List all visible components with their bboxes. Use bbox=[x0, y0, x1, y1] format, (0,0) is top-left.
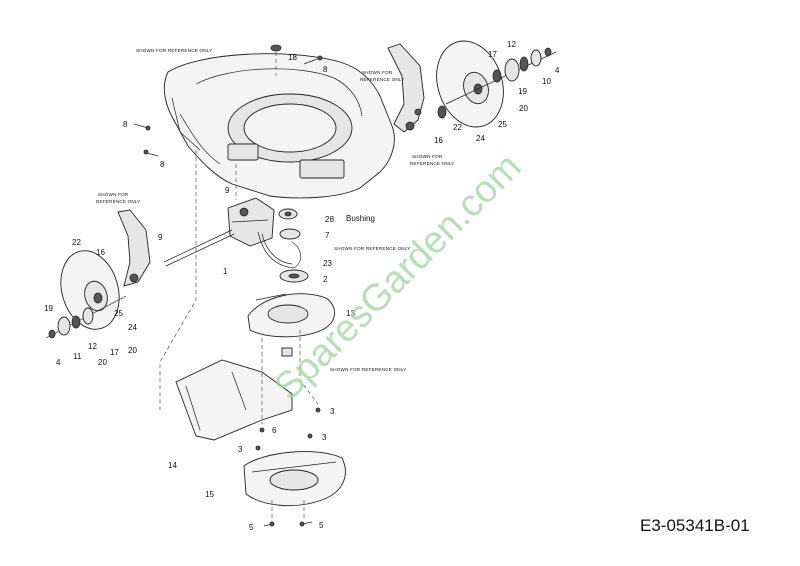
left-wheel-bracket bbox=[117, 209, 151, 287]
ref-note-belt: SHOWN FOR REFERENCE ONLY bbox=[334, 246, 410, 251]
right-wheel-bracket bbox=[387, 43, 425, 133]
ref-right-lower-2: REFERENCE ONLY bbox=[410, 161, 455, 166]
ref-note-lower: SHOWN FOR REFERENCE ONLY bbox=[330, 367, 406, 372]
callout-20-left-lower: 20 bbox=[98, 358, 107, 367]
callout-2: 2 bbox=[323, 275, 328, 284]
part-5-screws bbox=[263, 521, 313, 527]
part-2-pulley bbox=[279, 269, 309, 283]
callout-25-left: 25 bbox=[114, 309, 123, 318]
callout-17-left: 17 bbox=[110, 348, 119, 357]
alignment-lines bbox=[159, 150, 319, 522]
callout-7: 7 bbox=[325, 231, 330, 240]
callout-23: 23 bbox=[323, 259, 332, 268]
diagram-code: E3-05341B-01 bbox=[640, 516, 750, 535]
callout-24-right: 24 bbox=[476, 134, 485, 143]
callout-28: 28 bbox=[325, 215, 334, 224]
part-23-belt bbox=[257, 231, 301, 269]
ref-right-upper-2: REFERENCE ONLY bbox=[360, 77, 405, 82]
ref-left-2: REFERENCE ONLY bbox=[96, 199, 141, 204]
callout-18: 18 bbox=[288, 53, 297, 62]
callout-19-right: 19 bbox=[518, 87, 527, 96]
callout-4-right: 4 bbox=[555, 66, 560, 75]
callout-3-c: 3 bbox=[322, 433, 327, 442]
part-18-washer bbox=[270, 44, 282, 76]
part-7-pulley bbox=[279, 228, 301, 240]
callout-17-right: 17 bbox=[488, 50, 497, 59]
callout-14: 14 bbox=[168, 461, 177, 470]
callout-15: 15 bbox=[205, 490, 214, 499]
part-8-bolt-lower bbox=[143, 149, 159, 157]
callout-6: 6 bbox=[272, 426, 277, 435]
mower-deck bbox=[163, 53, 395, 199]
callout-10-right: 10 bbox=[542, 77, 551, 86]
callout-19-left: 19 bbox=[44, 304, 53, 313]
callout-13: 13 bbox=[346, 309, 355, 318]
callout-9-left: 9 bbox=[158, 233, 163, 242]
callout-8-lower: 8 bbox=[160, 160, 165, 169]
ref-right-upper-1: SHOWN FOR bbox=[362, 70, 393, 75]
left-gear-assembly bbox=[45, 295, 127, 339]
callout-9-top: 9 bbox=[225, 186, 230, 195]
right-gear-assembly bbox=[437, 47, 557, 119]
small-bracket bbox=[281, 347, 293, 357]
bushing-label: Bushing bbox=[346, 214, 375, 223]
ref-left-1: SHOWN FOR bbox=[98, 192, 129, 197]
callout-22-left: 22 bbox=[72, 238, 81, 247]
transmission bbox=[227, 197, 275, 247]
callout-20-right: 20 bbox=[519, 104, 528, 113]
part-15-deflector bbox=[243, 451, 346, 507]
callout-8-left: 8 bbox=[123, 120, 128, 129]
part-3-screws bbox=[255, 407, 321, 451]
part-28-bushing bbox=[278, 208, 298, 220]
callout-12-left: 12 bbox=[88, 342, 97, 351]
callout-4-left: 4 bbox=[56, 358, 61, 367]
callout-24-left: 24 bbox=[128, 323, 137, 332]
callout-1: 1 bbox=[223, 267, 228, 276]
callout-20-left-upper: 20 bbox=[128, 346, 137, 355]
part-8-bolt-left bbox=[133, 123, 151, 131]
callout-8-top: 8 bbox=[323, 65, 328, 74]
callout-25-right: 25 bbox=[498, 120, 507, 129]
part-14-chute bbox=[175, 359, 293, 441]
callout-11-left: 11 bbox=[73, 352, 82, 361]
callout-16-right: 16 bbox=[434, 136, 443, 145]
callout-3-a: 3 bbox=[330, 407, 335, 416]
callout-3-b: 3 bbox=[238, 445, 243, 454]
callout-16-left: 16 bbox=[96, 248, 105, 257]
callout-22-right: 22 bbox=[453, 123, 462, 132]
callout-12-right: 12 bbox=[507, 40, 516, 49]
callout-5-a: 5 bbox=[249, 523, 254, 532]
ref-note-deck: SHOWN FOR REFERENCE ONLY bbox=[136, 48, 212, 53]
part-8-bolt-top bbox=[303, 55, 323, 65]
callout-5-b: 5 bbox=[319, 521, 324, 530]
part-1-axle bbox=[163, 229, 235, 267]
ref-right-lower-1: SHOWN FOR bbox=[412, 154, 443, 159]
left-wheel bbox=[60, 250, 120, 330]
part-13-shield bbox=[247, 293, 335, 338]
